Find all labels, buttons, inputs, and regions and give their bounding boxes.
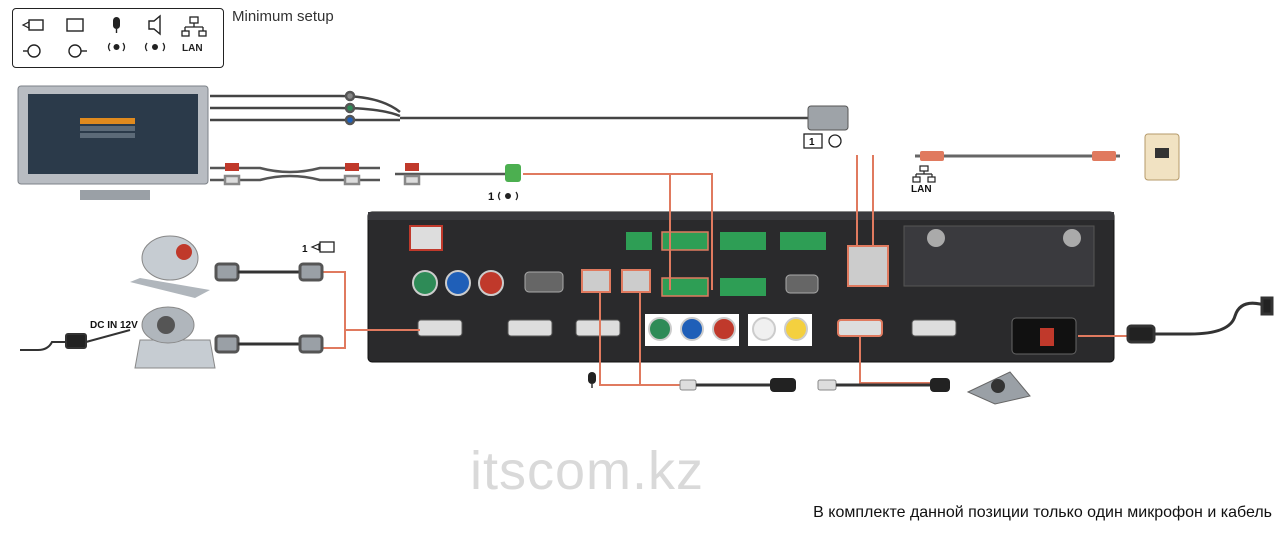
vga-connector (803, 105, 849, 149)
ptz-camera (130, 235, 210, 298)
package-note: В комплекте данной позиции только один м… (813, 504, 1272, 521)
legend-lan-label: LAN (182, 43, 203, 54)
audio-output-icon (497, 191, 519, 201)
display-monitor (17, 85, 209, 200)
audio-cables (210, 163, 521, 186)
camera-icon (21, 19, 44, 58)
hd-camera (134, 306, 216, 369)
monitor-icon (66, 18, 87, 58)
diagram-title: Minimum setup (232, 8, 334, 25)
connection-lines (320, 155, 1128, 386)
lan-label: LAN (911, 184, 932, 195)
power-adapter (20, 329, 131, 351)
microphone-icon (107, 17, 126, 52)
power-cable (1126, 296, 1274, 344)
watermark: itscom.kz (470, 441, 705, 501)
speaker-icon (144, 14, 166, 52)
microphone-cable (679, 378, 950, 392)
video-cables (210, 90, 810, 126)
connection-diagram: 1 1 LAN (17, 85, 1274, 405)
codec-unit (367, 211, 1115, 363)
lan-icon (912, 165, 936, 183)
lan-cable (915, 133, 1180, 181)
hd-camera-cable (214, 334, 324, 354)
dvi-camera-cable (214, 262, 324, 282)
audio-output-number: 1 (488, 191, 494, 203)
dc-in-label: DC IN 12V (90, 320, 138, 331)
connector-legend: LAN (12, 8, 224, 68)
legend-icons: LAN (21, 14, 207, 58)
camera-input-icon (310, 241, 335, 253)
table-microphone (966, 371, 1031, 405)
vga-output-number: 1 (809, 137, 815, 148)
camera-input-number: 1 (302, 244, 308, 255)
mic-connector-icon (588, 372, 596, 388)
network-icon: LAN (181, 16, 207, 54)
